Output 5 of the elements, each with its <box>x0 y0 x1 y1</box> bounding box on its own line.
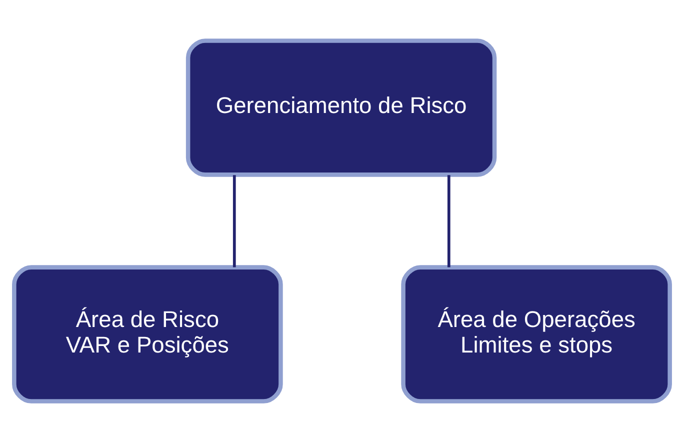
node-box: Área de Risco VAR e Posições <box>12 265 283 404</box>
node-box: Gerenciamento de Risco <box>186 38 497 177</box>
connector <box>447 175 450 268</box>
connector <box>232 175 236 268</box>
node-box: Área de Operações Limites e stops <box>401 265 672 404</box>
